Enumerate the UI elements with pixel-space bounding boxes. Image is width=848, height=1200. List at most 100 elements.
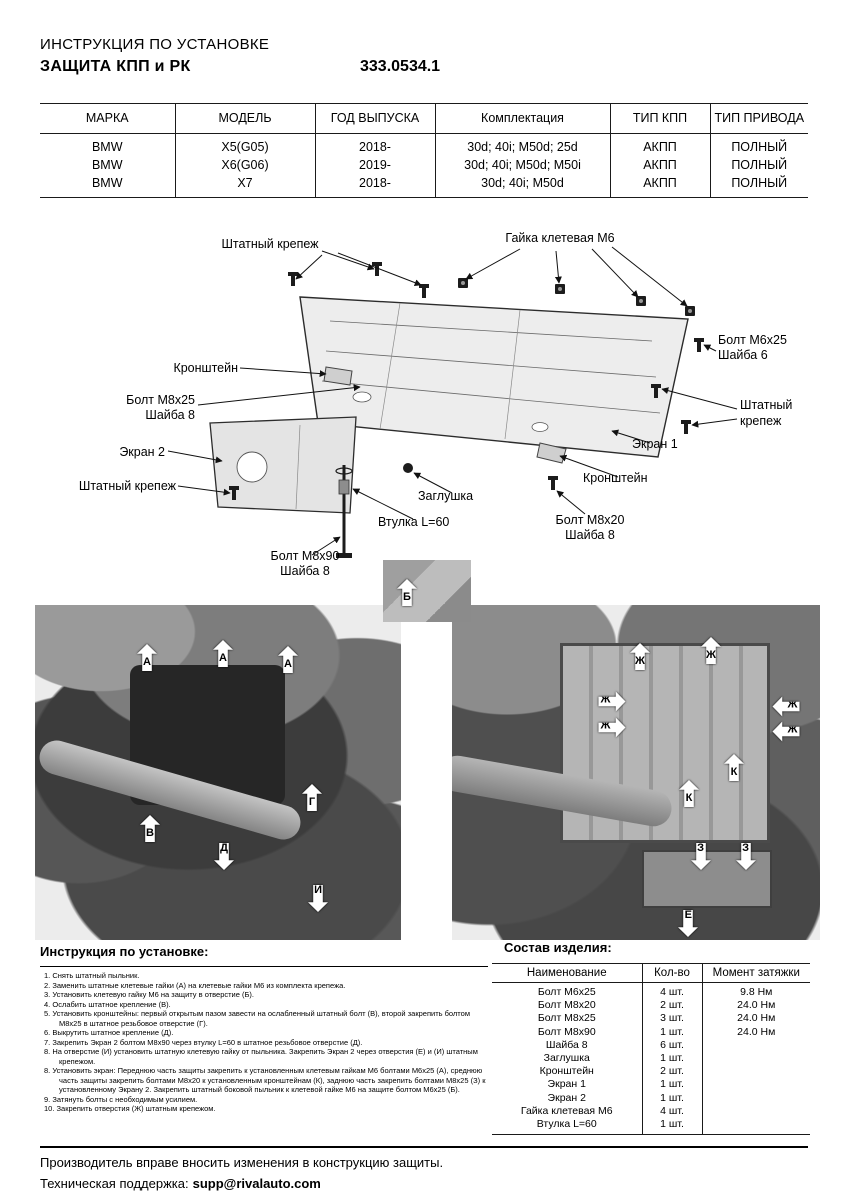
marker-d: Д: [214, 843, 234, 870]
cell-drive: ПОЛНЫЙ: [709, 133, 808, 156]
part-qty: 4 шт.: [641, 1104, 702, 1119]
instructions-list: 1. Снять штатный пыльник. 2. Заменить шт…: [40, 966, 488, 1118]
part-name: Болт М8х20: [537, 999, 596, 1012]
part-qty: 1 шт.: [641, 1118, 702, 1135]
screen2-plate-shape: [209, 416, 357, 514]
part-name: Гайка клетевая М6: [520, 1104, 613, 1117]
cell-drive: ПОЛНЫЙ: [709, 174, 808, 198]
footer-support: Техническая поддержка:supp@rivalauto.com: [40, 1176, 321, 1191]
fitment-table: МАРКА МОДЕЛЬ ГОД ВЫПУСКА Комплектация ТИ…: [40, 103, 808, 198]
main-plate-shape: [299, 296, 689, 458]
instruction-step: 3. Установить клетевую гайку М6 на защит…: [44, 990, 255, 999]
fastener-icons: [229, 262, 704, 558]
cell-trim: 30d; 40i; M50d: [434, 174, 610, 198]
label-washer-6: Шайба 6: [718, 348, 768, 362]
cell-year: 2019-: [314, 156, 435, 174]
arrow-up-icon: Ж: [701, 637, 721, 664]
instruction-step: 8. Установить экран: Переднюю часть защи…: [44, 1066, 486, 1094]
label-sleeve: Втулка L=60: [378, 515, 450, 529]
part-torque: [701, 1052, 810, 1066]
marker-e: Е: [678, 910, 698, 937]
marker-zh: Ж: [701, 637, 721, 664]
part-torque: [701, 1065, 810, 1079]
label-standard-fastener-right: Штатный крепеж: [740, 398, 793, 428]
marker-k: К: [724, 754, 744, 781]
part-name: Болт М8х90: [537, 1025, 596, 1038]
label-bolt-m8x90-line1: Болт М8х90: [270, 549, 340, 563]
marker-a: А: [137, 644, 157, 671]
part-name: Болт М6х25: [537, 986, 596, 998]
exploded-view-drawing: [167, 246, 738, 558]
part-number: 333.0534.1: [360, 58, 441, 75]
bracket-shapes: [323, 366, 567, 464]
arrow-up-icon: К: [724, 754, 744, 781]
part-qty: 3 шт.: [641, 1012, 702, 1026]
part-torque: [701, 1038, 810, 1053]
cell-drive: ПОЛНЫЙ: [709, 156, 808, 174]
label-washer-8-bottom: Шайба 8: [280, 564, 330, 578]
part-torque: [701, 1118, 810, 1135]
cell-trim: 30d; 40i; M50d; 25d: [434, 133, 610, 156]
cell-trim: 30d; 40i; M50d; M50i: [434, 156, 610, 174]
part-qty: 4 шт.: [641, 982, 702, 1000]
photo-fragment-b: Б: [383, 560, 471, 622]
instruction-step: 6. Выкрутить штатное крепление (Д).: [44, 1028, 174, 1037]
photo-underbody-left: А А А Г В Д И: [35, 605, 401, 940]
part-torque: 24.0 Нм: [701, 1025, 810, 1039]
part-name: Втулка L=60: [536, 1118, 597, 1131]
part-qty: 2 шт.: [641, 999, 702, 1013]
cell-brand: BMW: [91, 140, 123, 154]
cell-model: X7: [174, 174, 315, 198]
arrow-right-icon: Ж: [599, 692, 626, 712]
instruction-step: 4. Ослабить штатное крепление (В).: [44, 999, 171, 1009]
instruction-step: 7. Закрепить Экран 2 болтом М8х90 через …: [44, 1037, 363, 1047]
label-washer-8-left: Шайба 8: [145, 408, 195, 422]
part-qty: 1 шт.: [641, 1052, 702, 1066]
composition-row: Заглушка 1 шт.: [492, 1052, 810, 1066]
instruction-step: 10. Закрепить отверстия (Ж) штатным креп…: [44, 1104, 216, 1113]
marker-z: З: [736, 843, 756, 870]
cell-gearbox: АКПП: [609, 156, 710, 174]
part-name: Болт М8х25: [537, 1012, 596, 1025]
arrow-up-icon: А: [278, 646, 298, 673]
instructions-title: Инструкция по установке:: [40, 944, 209, 959]
cell-gearbox: АКПП: [609, 133, 710, 156]
col-brand: МАРКА: [40, 103, 175, 134]
col-gearbox: ТИП КПП: [609, 103, 710, 134]
label-bolt-m8x25-line1: Болт М8х25: [126, 393, 195, 407]
composition-row: Болт М8х20 2 шт.24.0 Нм: [492, 999, 810, 1013]
label-bracket-left: Кронштейн: [173, 361, 238, 375]
col-trim: Комплектация: [434, 103, 610, 134]
arrow-left-icon: Ж: [773, 722, 800, 742]
marker-zh: Ж: [599, 718, 626, 738]
footer-note: Производитель вправе вносить изменения в…: [40, 1155, 444, 1170]
part-name: Заглушка: [543, 1052, 590, 1065]
label-screen-1: Экран 1: [632, 437, 678, 451]
arrow-right-icon: Ж: [599, 718, 626, 738]
leader-lines: [167, 246, 738, 556]
col-part-name: Наименование: [492, 963, 642, 983]
cell-year: 2018-: [314, 174, 435, 198]
composition-row: Гайка клетевая М6 4 шт.: [492, 1104, 810, 1119]
instruction-step: 5. Установить кронштейны: первый открыты…: [44, 1009, 470, 1028]
label-bolt-m8x20: Болт М8х20 Шайба 8: [535, 513, 645, 543]
part-torque: 24.0 Нм: [701, 999, 810, 1013]
part-qty: 1 шт.: [641, 1078, 702, 1092]
label-standard-fastener-top: Штатный крепеж: [221, 237, 319, 251]
support-email-link[interactable]: supp@rivalauto.com: [192, 1176, 321, 1191]
footer-divider: [40, 1146, 808, 1148]
part-torque: [701, 1104, 810, 1119]
part-name: Шайба 8: [545, 1038, 588, 1051]
instruction-step: 9. Затянуть болты с необходимым усилием.: [44, 1094, 198, 1104]
label-cage-nut: Гайка клетевая М6: [505, 231, 615, 245]
label-washer-8-right: Шайба 8: [565, 528, 615, 542]
col-model: МОДЕЛЬ: [174, 103, 315, 134]
marker-a: А: [278, 646, 298, 673]
composition-table: Наименование Кол-во Момент затяжки Болт …: [492, 963, 810, 1136]
part-name: Экран 2: [547, 1091, 586, 1104]
fitment-row: BMW X5(G05) 2018- 30d; 40i; M50d; 25d АК…: [40, 133, 808, 156]
